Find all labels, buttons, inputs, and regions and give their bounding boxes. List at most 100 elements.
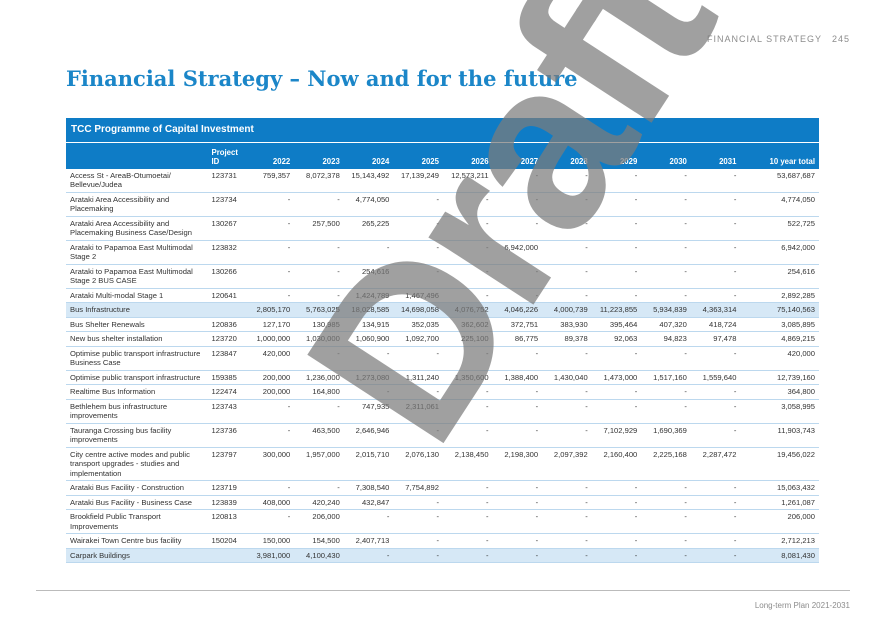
row-value: -	[492, 169, 543, 193]
row-project-id: 123797	[207, 447, 245, 482]
row-value: -	[542, 288, 592, 304]
row-name: New bus shelter installation	[66, 331, 208, 347]
col-header-project-id: Project ID	[207, 142, 245, 169]
row-value: -	[591, 216, 642, 241]
row-project-id: 130267	[207, 216, 245, 241]
row-value: 14,698,058	[393, 302, 443, 318]
table-row: Optimise public transport infrastructure…	[66, 370, 819, 386]
footer-divider	[36, 590, 850, 591]
row-value: 17,139,249	[393, 169, 443, 193]
row-value: -	[690, 548, 741, 564]
row-value: -	[492, 346, 543, 371]
row-value: -	[492, 423, 543, 448]
row-total: 8,081,430	[740, 548, 819, 564]
row-value: -	[343, 346, 394, 371]
row-value: 1,517,160	[641, 370, 691, 386]
row-value: -	[542, 346, 592, 371]
row-value: -	[591, 548, 642, 564]
row-project-id	[207, 548, 245, 564]
row-value: -	[244, 399, 295, 424]
row-value: 300,000	[244, 447, 295, 482]
row-project-id: 123736	[207, 423, 245, 448]
row-name: Arataki to Papamoa East Multimodal Stage…	[66, 264, 208, 289]
row-value: -	[442, 288, 493, 304]
row-total: 254,616	[740, 264, 819, 289]
row-value: -	[244, 216, 295, 241]
row-value: -	[690, 169, 741, 193]
row-value: -	[542, 495, 592, 511]
row-value: -	[492, 548, 543, 564]
row-name: Wairakei Town Centre bus facility	[66, 533, 208, 549]
row-value: -	[542, 509, 592, 535]
row-value: -	[690, 533, 741, 549]
col-header-2029: 2029	[591, 142, 642, 169]
row-value: -	[641, 495, 691, 511]
row-value: -	[393, 548, 443, 564]
col-header-2030: 2030	[641, 142, 691, 169]
row-value: 7,308,540	[343, 480, 394, 496]
row-value: -	[492, 399, 543, 424]
row-value: 257,500	[294, 216, 344, 241]
row-value: 18,028,585	[343, 302, 394, 318]
row-value: 97,478	[690, 331, 741, 347]
row-value: 134,915	[343, 317, 394, 333]
row-value: -	[690, 423, 741, 448]
row-name: Optimise public transport infrastructure	[66, 370, 208, 386]
row-project-id: 130266	[207, 264, 245, 289]
row-value: 395,464	[591, 317, 642, 333]
row-project-id: 123731	[207, 169, 245, 193]
row-value: -	[244, 509, 295, 535]
row-project-id: 123720	[207, 331, 245, 347]
row-value: -	[542, 548, 592, 564]
row-value: -	[641, 288, 691, 304]
row-value: -	[641, 509, 691, 535]
row-value: -	[542, 423, 592, 448]
row-value: -	[442, 548, 493, 564]
row-project-id: 120813	[207, 509, 245, 535]
table-row: City centre active modes and public tran…	[66, 447, 819, 482]
row-value: -	[393, 423, 443, 448]
row-value: -	[294, 240, 344, 265]
table-title: TCC Programme of Capital Investment	[66, 118, 819, 142]
row-value: 2,138,450	[442, 447, 493, 482]
row-value: 407,320	[641, 317, 691, 333]
row-value: -	[294, 288, 344, 304]
row-value: 2,805,170	[244, 302, 295, 318]
row-value: -	[492, 216, 543, 241]
row-name: Arataki Multi-modal Stage 1	[66, 288, 208, 304]
row-value: 150,000	[244, 533, 295, 549]
row-project-id: 150204	[207, 533, 245, 549]
row-value: 1,559,640	[690, 370, 741, 386]
row-value: 2,287,472	[690, 447, 741, 482]
row-value: 2,407,713	[343, 533, 394, 549]
row-value: -	[690, 509, 741, 535]
row-value: 8,072,378	[294, 169, 344, 193]
row-value: -	[492, 480, 543, 496]
row-value: 164,800	[294, 384, 344, 400]
capital-investment-table-block: TCC Programme of Capital Investment Proj…	[66, 118, 819, 564]
row-value: -	[442, 533, 493, 549]
row-value: -	[542, 216, 592, 241]
row-value: -	[690, 216, 741, 241]
row-total: 4,774,050	[740, 192, 819, 217]
row-value: -	[343, 240, 394, 265]
row-project-id: 123719	[207, 480, 245, 496]
row-total: 6,942,000	[740, 240, 819, 265]
page-title: Financial Strategy – Now and for the fut…	[66, 66, 578, 91]
row-value: 206,000	[294, 509, 344, 535]
row-value: 1,690,369	[641, 423, 691, 448]
row-value: 2,225,168	[641, 447, 691, 482]
table-row: Arataki Area Accessibility and Placemaki…	[66, 192, 819, 217]
row-project-id	[207, 302, 245, 318]
row-value: 1,424,789	[343, 288, 394, 304]
row-total: 75,140,563	[740, 302, 819, 318]
row-value: -	[542, 192, 592, 217]
row-value: -	[690, 192, 741, 217]
row-value: 1,092,700	[393, 331, 443, 347]
row-total: 364,800	[740, 384, 819, 400]
row-total: 1,261,087	[740, 495, 819, 511]
row-value: -	[393, 346, 443, 371]
